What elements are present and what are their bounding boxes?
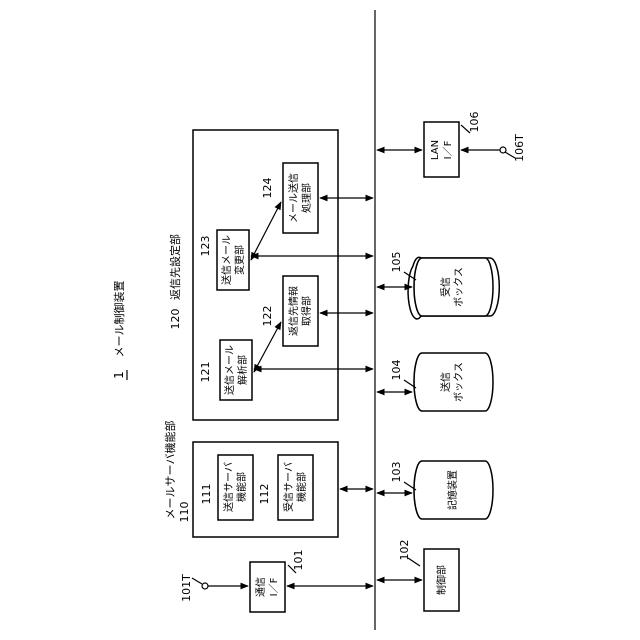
storage-cylinder: 記憶装置 [414, 461, 493, 519]
send-box-ref: 104 [390, 360, 403, 381]
svg-text:I／F: I／F [442, 140, 454, 159]
lan-if-block: LAN I／F [424, 122, 459, 177]
svg-text:機能部: 機能部 [235, 472, 248, 502]
recv-server-ref: 112 [258, 484, 271, 505]
controller-ref: 102 [398, 540, 411, 561]
device-title: 1 メール制御装置 [112, 281, 127, 381]
svg-text:ボックス: ボックス [453, 267, 465, 307]
recv-box-ref: 105 [390, 252, 403, 273]
svg-text:メール送信: メール送信 [287, 173, 300, 223]
svg-text:返信先情報: 返信先情報 [287, 286, 300, 336]
dest-info-ref: 122 [261, 306, 274, 327]
device-label: メール制御装置 [112, 281, 126, 358]
send-server-ref: 111 [200, 484, 213, 505]
svg-text:送信: 送信 [439, 372, 452, 392]
comm-terminal-ref: 101T [180, 574, 193, 602]
comm-if-block: 通信 I／F [250, 562, 285, 612]
dest-setting-caption: 120 返信先設定部 [168, 234, 182, 330]
send-box-cylinder: 送信 ボックス [414, 353, 493, 411]
svg-text:受信サーバ: 受信サーバ [283, 462, 295, 512]
svg-text:LAN: LAN [430, 140, 441, 160]
svg-text:ボックス: ボックス [453, 362, 465, 402]
svg-text:取得部: 取得部 [300, 296, 313, 326]
svg-text:送信サーバ: 送信サーバ [222, 462, 235, 512]
mail-processor-ref: 124 [261, 178, 274, 199]
svg-text:送信メール: 送信メール [220, 235, 233, 285]
svg-text:返信先設定部: 返信先設定部 [168, 234, 182, 300]
svg-text:解析部: 解析部 [236, 355, 249, 385]
mail-server-caption: 110 メールサーバ機能部 [163, 421, 191, 523]
comm-if-ref: 101 [292, 550, 305, 571]
svg-text:メールサーバ機能部: メールサーバ機能部 [163, 421, 177, 520]
device-ref: 1 [112, 371, 126, 379]
recv-box-cylinder: 受信 ボックス [408, 257, 499, 319]
analyzer-ref: 121 [199, 362, 212, 383]
storage-ref: 103 [390, 462, 403, 483]
svg-text:I／F: I／F [268, 577, 280, 596]
svg-text:変更部: 変更部 [233, 245, 246, 275]
modifier-ref: 123 [199, 236, 212, 257]
svg-text:120: 120 [169, 309, 182, 330]
lan-if-ref: 106 [468, 112, 481, 133]
svg-text:送信メール: 送信メール [223, 345, 236, 395]
comm-terminal [202, 583, 208, 589]
svg-text:記憶装置: 記憶装置 [446, 470, 459, 510]
svg-text:受信: 受信 [440, 277, 452, 297]
svg-text:110: 110 [178, 502, 191, 523]
svg-text:制御部: 制御部 [435, 565, 448, 595]
svg-text:機能部: 機能部 [295, 472, 308, 502]
svg-text:通信: 通信 [255, 577, 267, 597]
controller-block: 制御部 [424, 549, 459, 611]
svg-text:処理部: 処理部 [300, 183, 313, 213]
